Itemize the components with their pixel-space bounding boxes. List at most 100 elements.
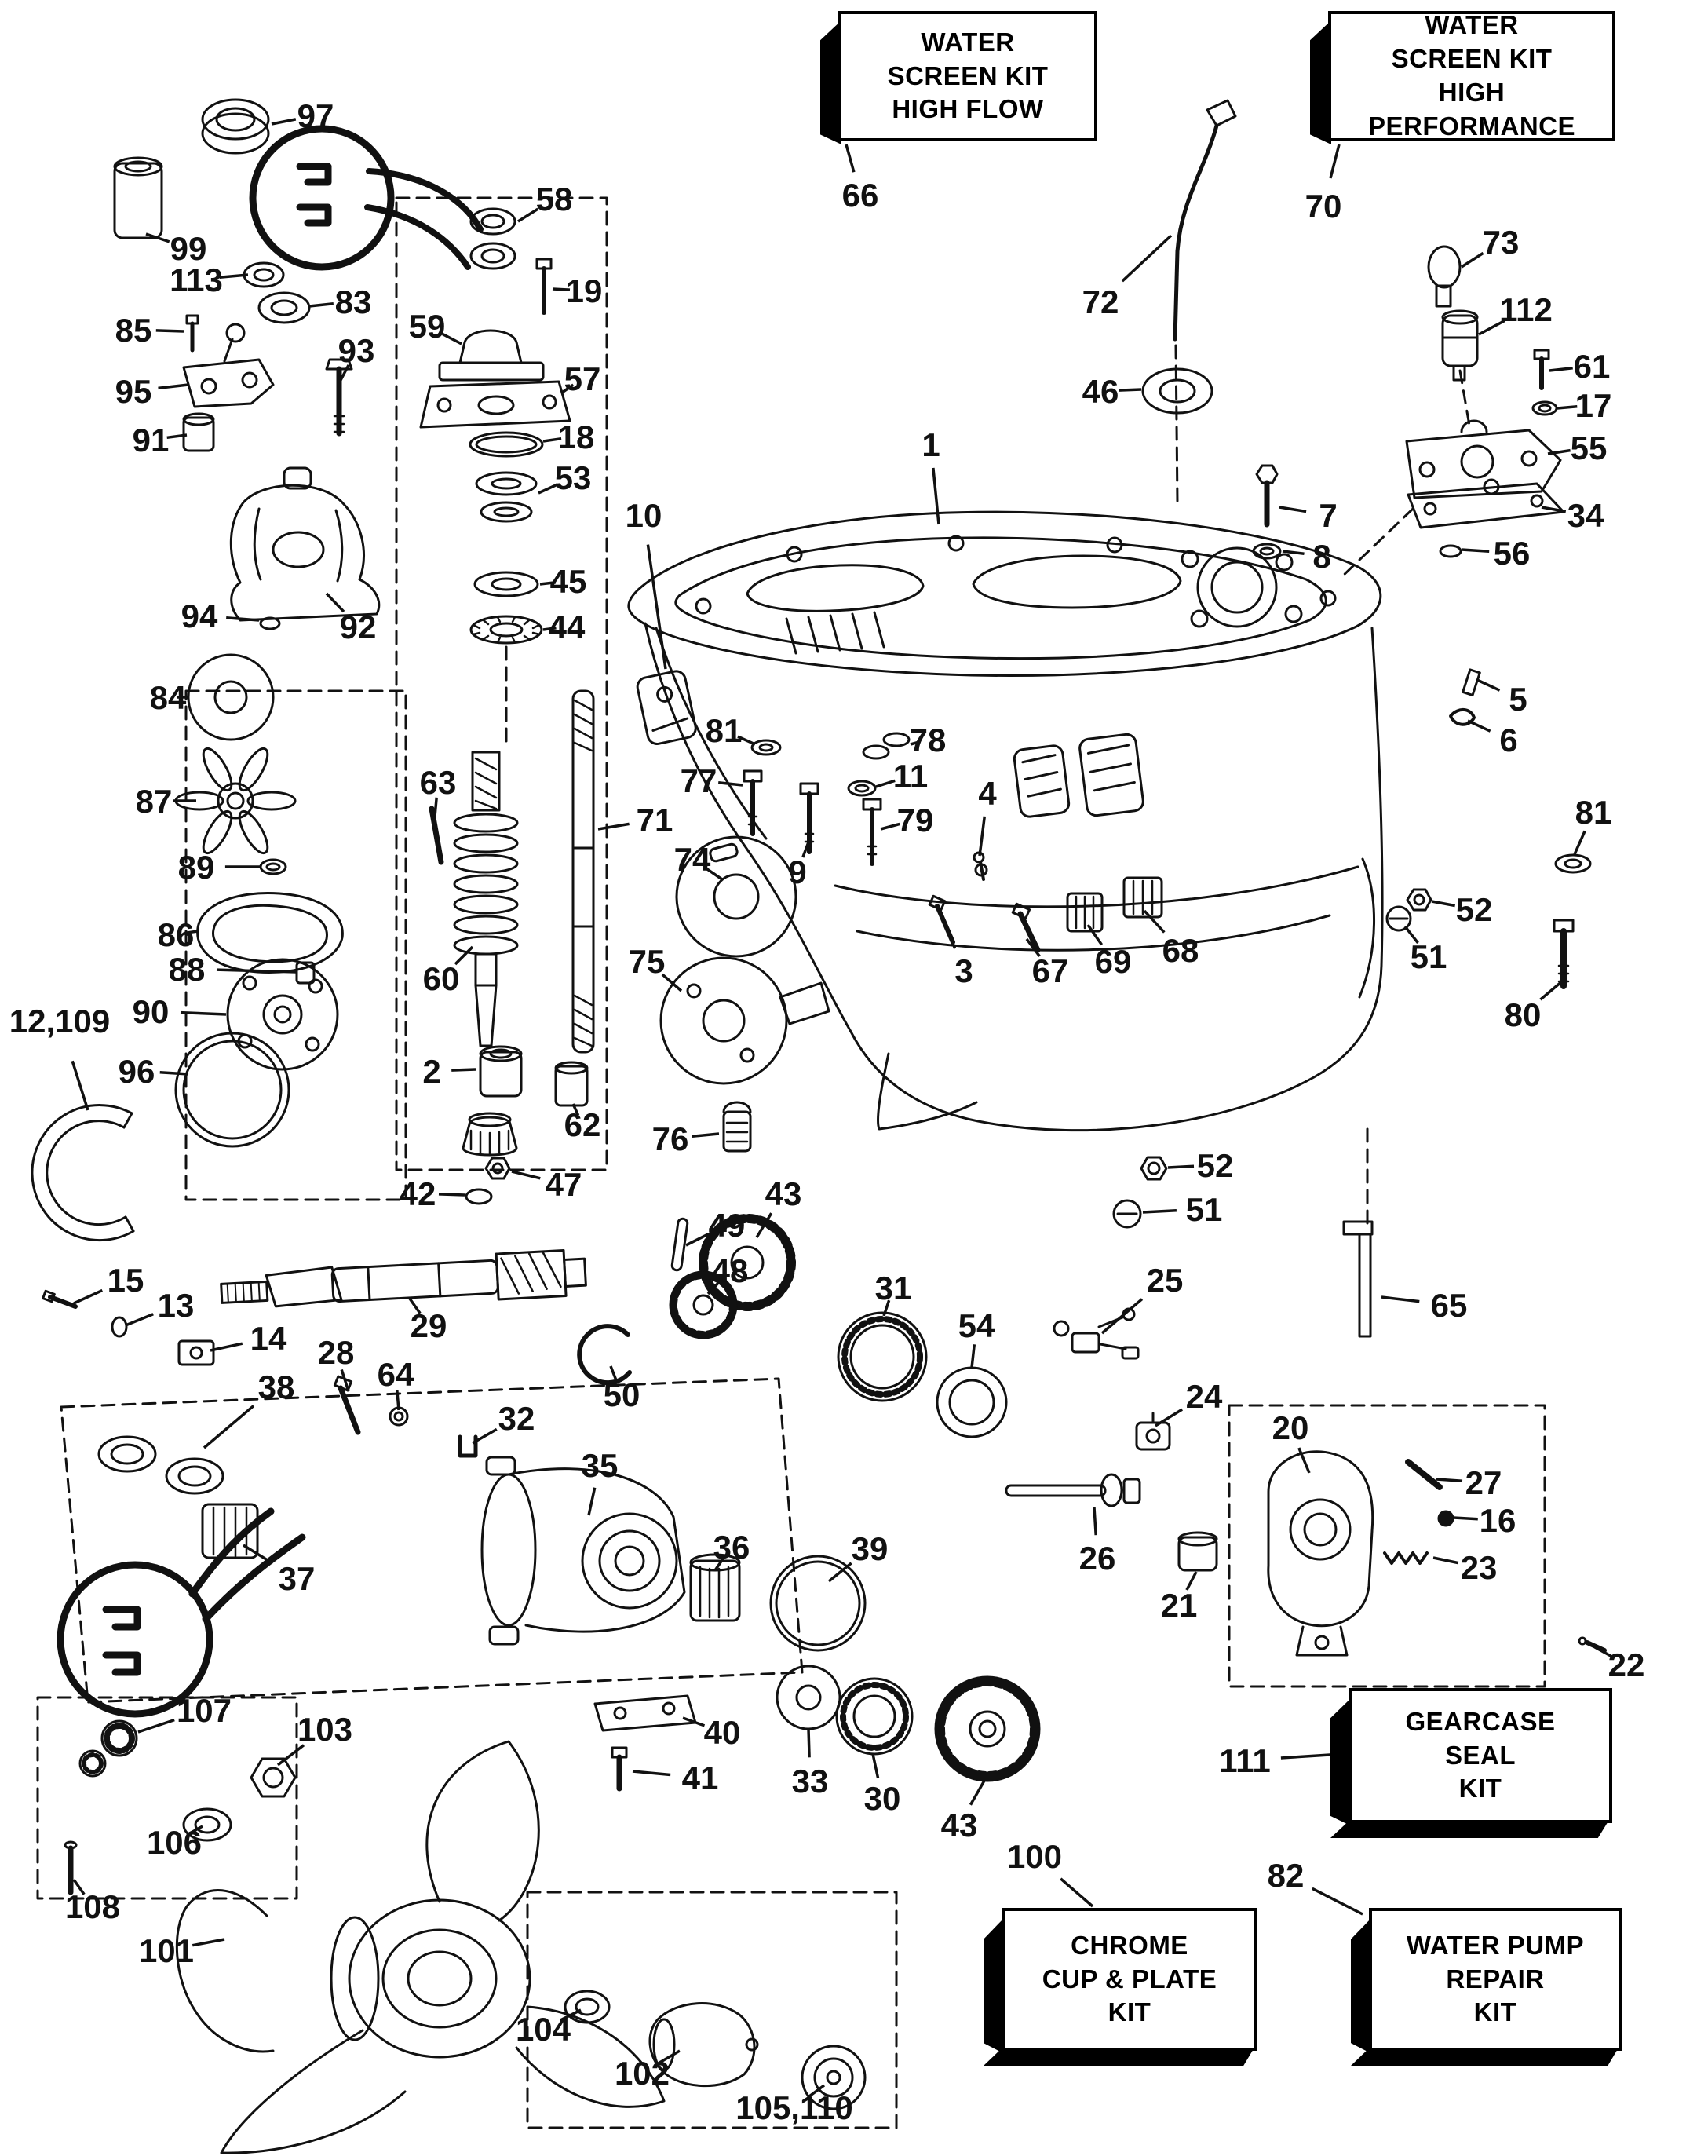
part-30-thrust-ring [835,1677,914,1756]
part-85-screw [185,314,199,353]
part-callout-78: 78 [910,722,947,758]
leader-line-59 [441,332,462,345]
part-104-seal [564,1990,611,2024]
part-callout-56: 56 [1494,535,1531,572]
part-callout-108: 108 [65,1888,120,1925]
part-callout-30: 30 [864,1780,901,1817]
part-callout-6: 6 [1499,722,1517,758]
leader-line-75 [661,973,683,992]
leader-line-83 [308,301,334,308]
part-callout-2: 2 [422,1053,440,1090]
leader-line-51 [1403,925,1419,944]
kit-line: SEAL [1444,1740,1516,1770]
kit-box-bottom-flap [1330,1820,1609,1838]
part-callout-10: 10 [626,497,662,534]
part-51-plug-right [1385,905,1412,932]
leader-line-35 [587,1487,597,1516]
part-callout-97: 97 [297,97,334,134]
part-15-screw [42,1289,78,1309]
leader-line-24 [1155,1408,1184,1427]
kit-line: SCREEN KIT [887,60,1049,90]
part-8-washer [1252,543,1282,560]
leader-line-113 [219,273,249,280]
part-99-sleeve [113,156,163,239]
part-callout-5: 5 [1509,681,1527,718]
leader-line-47 [511,1170,541,1180]
leader-line-69 [1086,924,1104,946]
part-callout-72: 72 [1082,283,1119,320]
part-callout-93: 93 [338,332,375,369]
part-20-shift-housing [1267,1450,1374,1657]
part-callout-44: 44 [549,608,586,645]
part-callout-3: 3 [954,952,973,989]
part-18-oring [469,431,544,458]
part-callout-103: 103 [297,1711,352,1748]
kit-box-bottom-flap [984,2048,1254,2066]
part-63-pin [429,806,444,865]
leader-line-31 [882,1299,891,1317]
leader-line-96 [159,1071,189,1076]
part-callout-81: 81 [706,712,743,749]
kit-line: REPAIR [1446,1964,1545,1993]
part-callout-71: 71 [637,802,673,839]
part-callout-79: 79 [897,802,934,839]
leader-line-106 [186,1825,203,1836]
part-21-bushing [1177,1531,1218,1572]
part-callout-45: 45 [550,563,587,600]
leader-line-36 [713,1556,725,1572]
leader-line-88 [216,968,297,974]
kit-line: KIT [1458,1774,1502,1803]
leader-line-3 [942,919,957,949]
part-106-seal [182,1807,232,1842]
part-callout-55: 55 [1571,429,1608,466]
part-callout-60: 60 [423,960,460,997]
part-callout-96: 96 [119,1053,155,1090]
kit-line: HIGH FLOW [892,94,1044,124]
part-callout-112: 112 [1499,291,1553,328]
leader-line-92 [325,592,345,613]
leader-line-58 [517,207,539,223]
part-callout-15: 15 [108,1262,144,1299]
leader-line-91 [166,433,188,440]
part-58-clamps-detail-circle [249,125,484,271]
pinion-gear-cup [462,1112,518,1157]
leader-line-108 [72,1878,86,1895]
part-16-ball [1437,1510,1454,1527]
leader-line-53 [538,483,558,495]
leader-line-52 [1167,1164,1195,1169]
part-53-washers [475,471,538,523]
leader-line-19 [552,287,571,291]
part-62-bushing [554,1061,589,1107]
part-callout-92: 92 [340,608,377,645]
part-callout-94: 94 [181,597,218,634]
part-callout-1: 1 [922,426,940,463]
leader-line-20 [1297,1447,1311,1474]
leader-line-64 [396,1390,400,1411]
kit-box-chrome-cup-plate-kit: CHROME CUP & PLATE KIT [984,1908,1257,2066]
part-95-bracket [182,323,275,408]
kit-box-side-flap [1351,1917,1372,2054]
part-callout-111: 111 [1219,1742,1270,1779]
part-callout-106: 106 [147,1824,202,1861]
leader-line-5 [1476,678,1501,692]
kit-box-gearcase-seal-kit: GEARCASE SEAL KIT [1330,1688,1612,1838]
leader-line-103 [276,1744,305,1767]
part-callout-21: 21 [1161,1587,1198,1624]
part-13-oring [111,1316,128,1338]
leader-line-100 [1060,1877,1094,1908]
part-callout-68: 68 [1162,932,1199,969]
part-78-washers [862,732,911,760]
leader-line-1 [932,467,940,525]
part-48-gear [669,1270,738,1339]
part-callout-7: 7 [1319,497,1337,534]
leader-line-37 [243,1544,274,1565]
leader-line-70 [1329,144,1341,179]
part-86-gasket [196,891,344,974]
leader-line-49 [685,1233,710,1247]
part-76-plug [722,1101,752,1153]
leader-line-81 [737,735,756,746]
part-callout-63: 63 [420,764,457,801]
leader-line-9 [801,839,811,858]
leader-line-14 [210,1342,243,1352]
